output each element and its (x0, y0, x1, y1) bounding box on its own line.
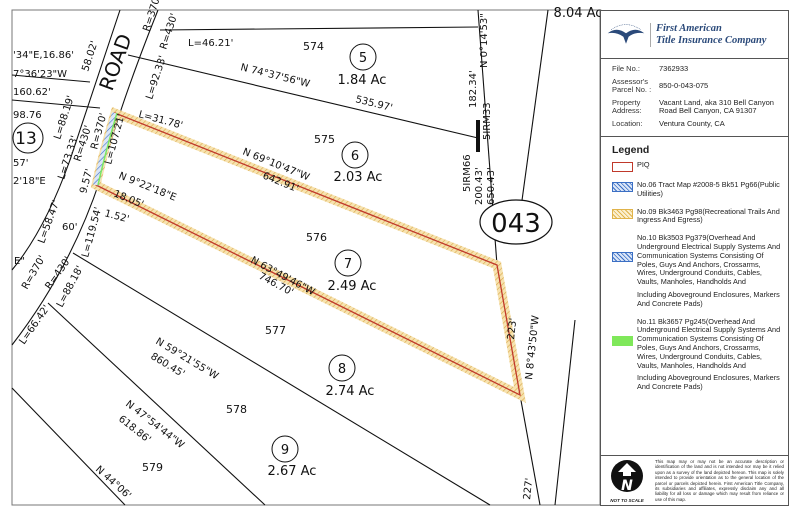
legend-label: Including Aboveground Enclosures, Marker… (637, 289, 780, 308)
parcel-number: 8 (338, 362, 346, 377)
address-value: Vacant Land, aka 310 Bell Canyon Road Be… (659, 97, 774, 115)
utility-easement (93, 112, 118, 186)
parcel-acres: 2.03 Ac (334, 170, 383, 185)
map-frame (11, 9, 601, 506)
legend-label: Including Aboveground Enclosures, Marker… (637, 373, 780, 392)
lot-number: 575 (314, 133, 335, 146)
map-label: 200.43' (474, 167, 485, 205)
file-no-label: File No.: (612, 64, 640, 73)
map-label: 650.43' (486, 167, 497, 205)
map-footer: N NOT TO SCALE This map may or may not b… (601, 455, 788, 505)
map-label: 5IRM33 (482, 102, 493, 140)
hatch-yellow-swatch-icon (612, 208, 633, 219)
apn-label: Assessor's Parcel No. : (612, 76, 652, 94)
not-to-scale-label: NOT TO SCALE (610, 498, 644, 503)
disclaimer-text: This map may or may not be an accurate d… (655, 459, 784, 502)
legend-item-no11: No.11 Bk3657 Pg245(Overhead And Undergro… (612, 316, 782, 392)
legend-label: PIQ (637, 160, 650, 169)
lot-number: 574 (303, 40, 324, 53)
north-letter: N (621, 478, 633, 493)
lot-numbers: 574 575 576 577 578 579 (142, 40, 335, 474)
lot-number: 578 (226, 403, 247, 416)
parcel-number: 9 (281, 443, 289, 458)
legend-item-no09: No.09 Bk3463 Pg98(Recreational Trails An… (612, 206, 782, 226)
map-label: 98.76 (13, 110, 42, 121)
legend-label: No.10 Bk3503 Pg379(Overhead And Undergro… (637, 233, 781, 287)
parcel-number: 13 (15, 129, 37, 149)
monument-bar (476, 120, 480, 152)
map-label: L=46.21' (188, 38, 233, 49)
legend-label: No.06 Tract Map #2008-5 Bk51 Pg66(Public… (637, 180, 780, 198)
apn-value: 850-0-043-075 (659, 80, 709, 90)
green-swatch-icon (612, 335, 633, 346)
legend-label: No.11 Bk3657 Pg245(Overhead And Undergro… (637, 316, 781, 370)
address-label: Property Address: (612, 97, 642, 115)
map-label: 227' (522, 477, 535, 500)
electrical-easement (97, 112, 118, 186)
file-no-value: 7362933 (659, 64, 689, 73)
eagle-logo-icon (607, 23, 645, 44)
parcel-acres: 2.74 Ac (326, 384, 375, 399)
company-name: Title Insurance Company (656, 34, 767, 46)
legend-title: Legend (612, 144, 650, 156)
parcel-lines (11, 9, 576, 506)
map-label: N 0°14'53" (479, 13, 490, 68)
neighbor-acres: 8.04 Ac (554, 6, 603, 21)
lot-number: 579 (142, 461, 163, 474)
parcel-acres: 2.49 Ac (328, 279, 377, 294)
property-info: File No.: 7362933 Assessor's Parcel No. :… (601, 59, 788, 137)
book-number: 043 (491, 209, 541, 239)
map-label: 5IRM66 (462, 154, 473, 192)
legend: Legend PIQ No.06 Tract Map #2008-5 Bk51 … (601, 137, 788, 437)
map-label: 223' (506, 317, 519, 340)
hatch-blue-swatch-icon (612, 252, 633, 263)
parcel-number: 7 (344, 257, 352, 272)
parcel-circles (12, 43, 377, 463)
north-arrow-icon: N (611, 460, 643, 494)
location-label: Location: (612, 118, 643, 128)
location-value: Ventura County, CA (659, 118, 725, 128)
lot-number: 577 (265, 324, 286, 337)
map-label: '34"E,16.86' (13, 50, 74, 61)
parcel-number: 5 (359, 51, 367, 66)
map-label: 182.34' (468, 70, 479, 108)
book-number-oval (479, 199, 553, 245)
parcel-acres: 1.84 Ac (338, 73, 387, 88)
map-label: 7°36'23"W (13, 69, 67, 80)
legend-item-piq: PIQ (612, 160, 782, 172)
legend-item-no06: No.06 Tract Map #2008-5 Bk51 Pg66(Public… (612, 180, 782, 199)
legend-label: No.09 Bk3463 Pg98(Recreational Trails An… (637, 206, 780, 225)
company-name: First American (656, 22, 722, 34)
lot-number: 576 (306, 231, 327, 244)
piq-swatch-icon (612, 162, 633, 172)
hatch-blue-swatch-icon (612, 182, 633, 192)
legend-item-no10: No.10 Bk3503 Pg379(Overhead And Undergro… (612, 233, 782, 308)
map-label: 2'18"E (13, 176, 46, 187)
parcel-number: 6 (351, 149, 359, 164)
map-label: 57' (13, 158, 28, 169)
map-label: 160.62' (13, 87, 51, 98)
parcel-acres: 2.67 Ac (268, 464, 317, 479)
map-label: 60' (62, 222, 77, 233)
map-label: E" (14, 256, 25, 267)
